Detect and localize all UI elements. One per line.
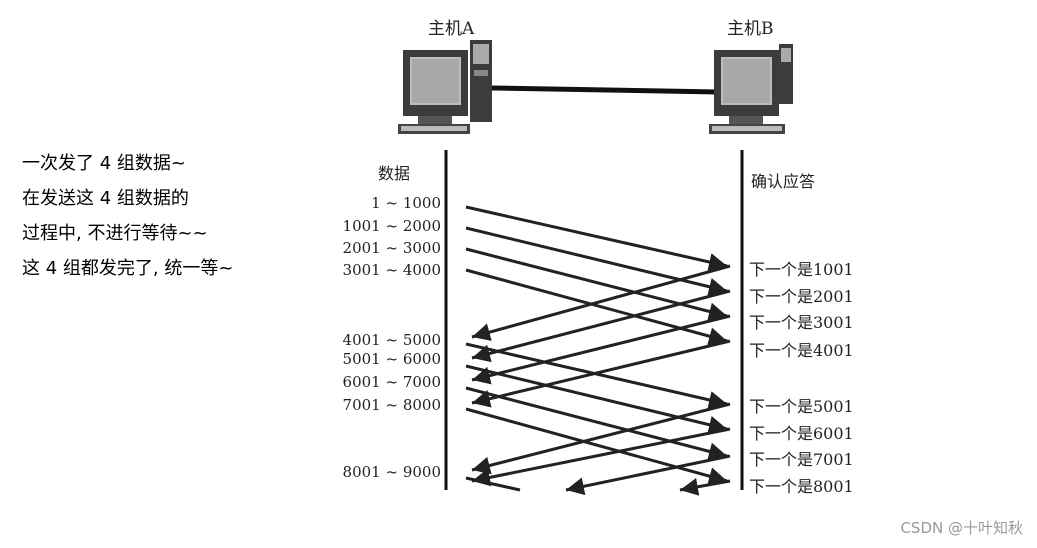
data-arrow [465, 226, 728, 296]
ack-label: 下一个是6001 [749, 424, 854, 443]
network-cable [491, 85, 719, 95]
data-arrow [465, 407, 728, 485]
data-arrow [465, 205, 728, 271]
ack-label: 下一个是8001 [749, 477, 854, 496]
segment-label: 4001 ~ 5000 [342, 331, 441, 349]
ack-arrow [679, 477, 731, 496]
data-column-label: 数据 [378, 164, 411, 183]
segment-label: 6001 ~ 7000 [342, 373, 441, 391]
explanation-note: 一次发了 4 组数据~ 在发送这 4 组数据的 过程中, 不进行等待~~ 这 4… [22, 146, 233, 286]
data-arrow [465, 342, 728, 409]
data-arrow [465, 386, 728, 461]
host-b-label: 主机B [727, 19, 774, 39]
host-b-computer-icon [709, 44, 793, 134]
segment-label: 1001 ~ 2000 [342, 217, 441, 235]
ack-arrow [565, 454, 731, 496]
data-arrow [465, 476, 521, 492]
segment-label: 5001 ~ 6000 [342, 350, 441, 368]
ack-arrow [471, 264, 731, 341]
note-line-3: 过程中, 不进行等待~~ [22, 223, 208, 244]
segment-label: 7001 ~ 8000 [342, 396, 441, 414]
ack-column-label: 确认应答 [751, 172, 816, 191]
ack-arrow [471, 339, 731, 408]
ack-label: 下一个是4001 [749, 341, 854, 360]
note-line-2: 在发送这 4 组数据的 [22, 188, 189, 209]
ack-arrow [471, 314, 731, 385]
ack-label: 下一个是2001 [749, 287, 854, 306]
data-arrow [465, 247, 728, 321]
ack-label: 下一个是7001 [749, 450, 854, 469]
note-line-4: 这 4 组都发完了, 统一等~ [22, 258, 234, 279]
data-arrow [465, 268, 728, 345]
ack-label: 下一个是5001 [749, 397, 854, 416]
host-a-computer-icon [398, 40, 492, 134]
segment-label: 2001 ~ 3000 [342, 239, 441, 257]
ack-arrow [471, 427, 731, 487]
note-line-1: 一次发了 4 组数据~ [22, 153, 186, 174]
ack-label: 下一个是3001 [749, 313, 854, 332]
ack-label: 下一个是1001 [749, 260, 854, 279]
ack-arrow [471, 289, 731, 363]
watermark: CSDN @十叶知秋 [900, 519, 1023, 537]
segment-label: 1 ~ 1000 [371, 194, 441, 212]
host-a-label: 主机A [428, 19, 475, 39]
segment-label: 3001 ~ 4000 [342, 261, 441, 279]
ack-arrow [471, 402, 731, 475]
segment-label: 8001 ~ 9000 [342, 463, 441, 481]
data-arrow [465, 364, 728, 434]
